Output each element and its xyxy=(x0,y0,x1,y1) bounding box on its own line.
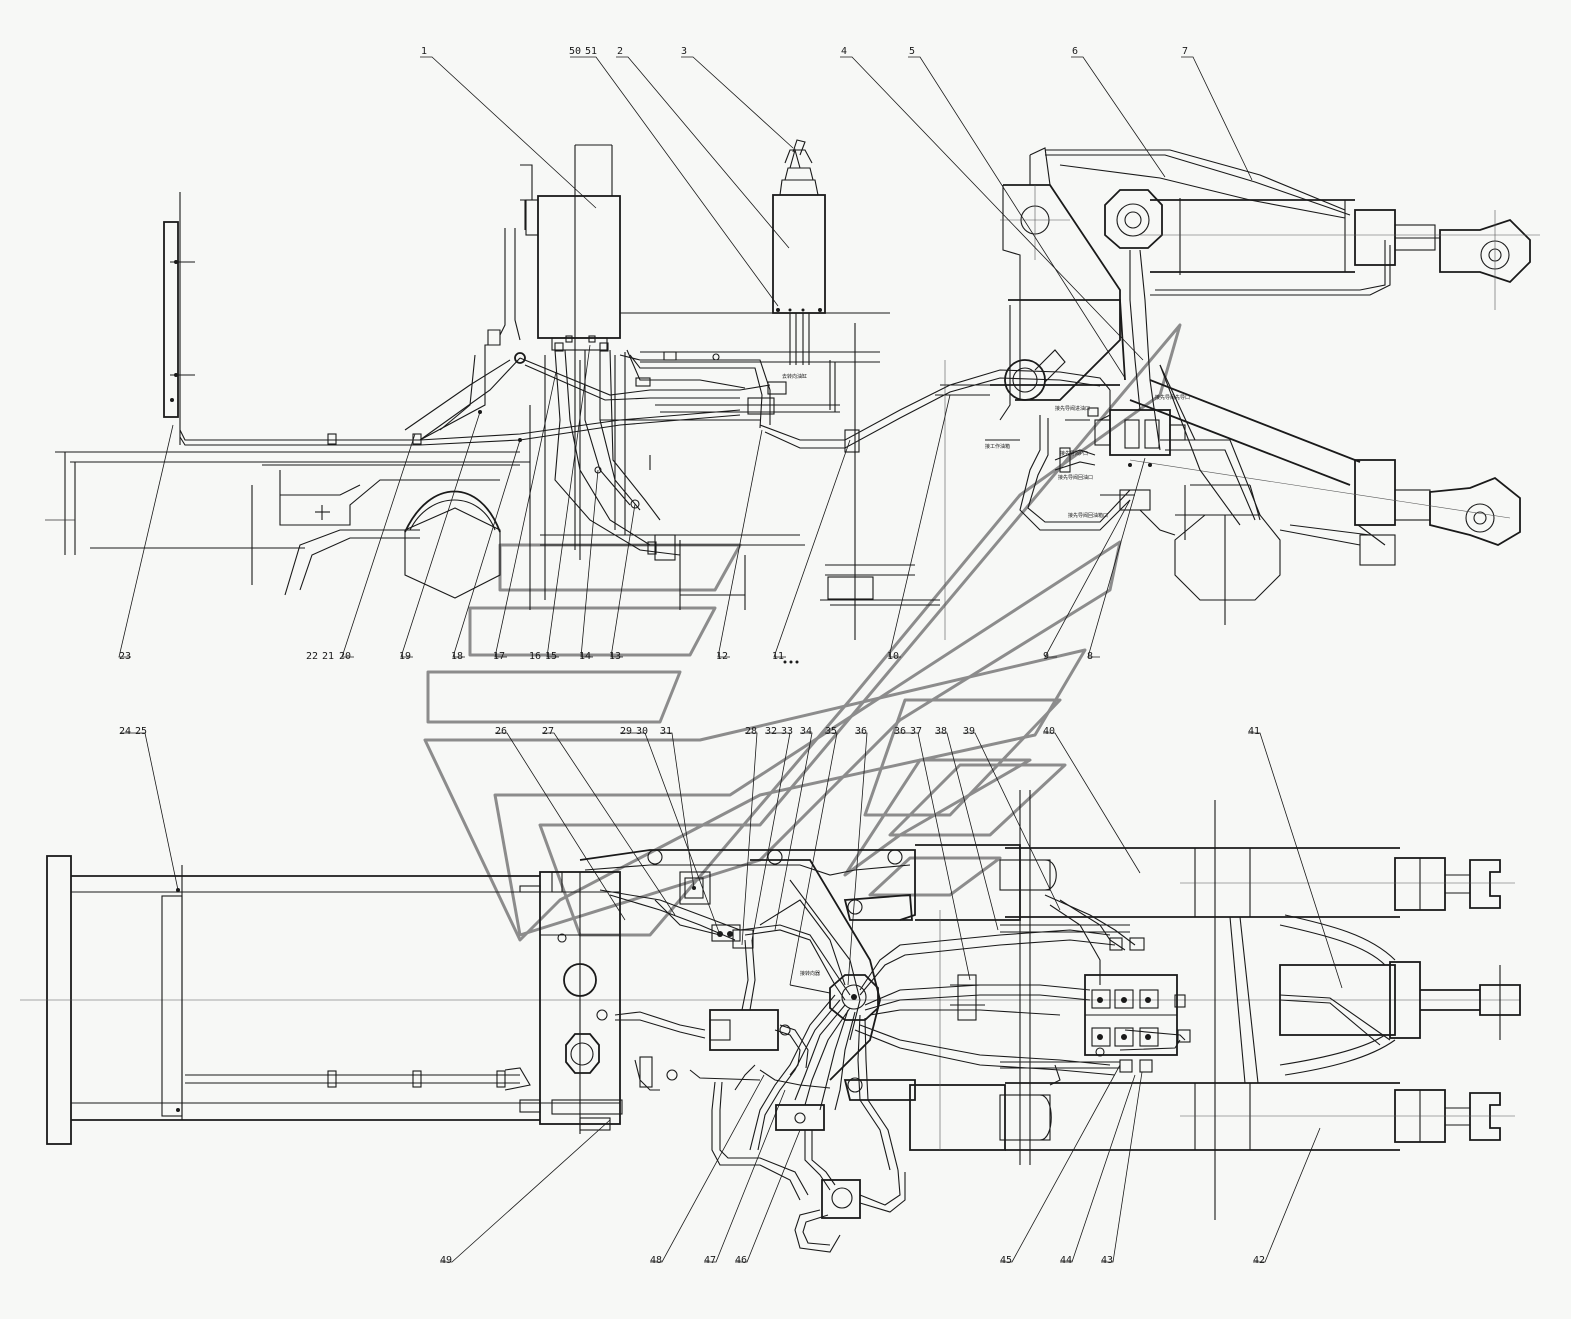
callout-18: 18 xyxy=(451,651,463,662)
callout-5: 5 xyxy=(909,46,915,57)
annotation-work-tank: 接工作油箱 xyxy=(985,443,1010,450)
callout-32: 32 xyxy=(765,726,777,737)
callout-14: 14 xyxy=(579,651,591,662)
callout-3: 3 xyxy=(681,46,687,57)
callout-13: 13 xyxy=(609,651,621,662)
callout-labels: 1 50 51 2 3 4 5 6 7 23 22 21 20 19 18 17… xyxy=(119,46,1265,1266)
callout-46: 46 xyxy=(735,1255,747,1266)
misc-dots xyxy=(783,660,799,664)
joystick-box xyxy=(772,139,826,365)
callout-49: 49 xyxy=(440,1255,452,1266)
loader-arm-upper xyxy=(935,147,1540,640)
callout-1: 1 xyxy=(421,46,427,57)
callout-9: 9 xyxy=(1043,651,1049,662)
callout-40: 40 xyxy=(1043,726,1055,737)
callout-17: 17 xyxy=(493,651,505,662)
callout-21: 21 xyxy=(322,651,334,662)
annotation-pilot-inlet: 接先导阀进油口 xyxy=(1055,405,1090,412)
callout-42: 42 xyxy=(1253,1255,1265,1266)
callout-47: 47 xyxy=(704,1255,716,1266)
annotations: 去转向油缸 接先导阀进油口 接先导阀先导口 接先导阀回油口 接先导阀P口 接先导… xyxy=(782,373,1190,977)
callout-30: 30 xyxy=(636,726,648,737)
callout-39: 39 xyxy=(963,726,975,737)
callout-27: 27 xyxy=(542,726,554,737)
callout-31: 31 xyxy=(660,726,672,737)
lower-hoses xyxy=(599,889,1186,1253)
callout-11: 11 xyxy=(772,651,784,662)
leader-lines xyxy=(118,56,1343,1263)
annotation-steering: 去转向油缸 xyxy=(782,373,807,380)
callout-23: 23 xyxy=(119,651,131,662)
callout-41: 41 xyxy=(1248,726,1260,737)
callout-43: 43 xyxy=(1101,1255,1113,1266)
callout-33: 33 xyxy=(781,726,793,737)
callout-12: 12 xyxy=(716,651,728,662)
callout-20: 20 xyxy=(339,651,351,662)
callout-37: 37 xyxy=(910,726,922,737)
lower-arms xyxy=(579,790,1521,1220)
callout-34: 34 xyxy=(800,726,812,737)
callout-51: 51 xyxy=(585,46,597,57)
callout-36a: 36 xyxy=(855,726,867,737)
callout-29: 29 xyxy=(620,726,632,737)
callout-10: 10 xyxy=(887,651,899,662)
callout-8: 8 xyxy=(1087,651,1093,662)
lower-components xyxy=(679,871,1191,1219)
callout-26: 26 xyxy=(495,726,507,737)
callout-44: 44 xyxy=(1060,1255,1072,1266)
callout-48: 48 xyxy=(650,1255,662,1266)
upper-frame xyxy=(45,145,940,640)
annotation-pilot-tank: 接先导阀回油箱口 xyxy=(1068,512,1108,519)
annotation-pilot-port: 接先导阀先导口 xyxy=(1155,394,1190,401)
callout-2: 2 xyxy=(617,46,623,57)
callout-38: 38 xyxy=(935,726,947,737)
callout-16: 16 xyxy=(529,651,541,662)
lower-frame xyxy=(20,855,1520,1145)
annotation-pilot-return: 接先导阀回油口 xyxy=(1058,474,1093,481)
upper-fittings xyxy=(594,351,787,509)
callout-25: 25 xyxy=(135,726,147,737)
callout-50: 50 xyxy=(569,46,581,57)
callout-19: 19 xyxy=(399,651,411,662)
callout-35: 35 xyxy=(825,726,837,737)
callout-24: 24 xyxy=(119,726,131,737)
callout-15: 15 xyxy=(545,651,557,662)
annotation-pilot-p: 接先导阀P口 xyxy=(1060,450,1088,457)
callout-6: 6 xyxy=(1072,46,1078,57)
upper-valve-block xyxy=(747,397,1186,511)
callout-28: 28 xyxy=(745,726,757,737)
callout-4: 4 xyxy=(841,46,847,57)
callout-22: 22 xyxy=(306,651,318,662)
callout-36b: 36 xyxy=(894,726,906,737)
callout-45: 45 xyxy=(1000,1255,1012,1266)
hydraulic-tank xyxy=(487,144,621,364)
callout-7: 7 xyxy=(1182,46,1188,57)
left-plate xyxy=(163,192,522,445)
annotation-steering-unit: 接转向器 xyxy=(800,970,820,977)
